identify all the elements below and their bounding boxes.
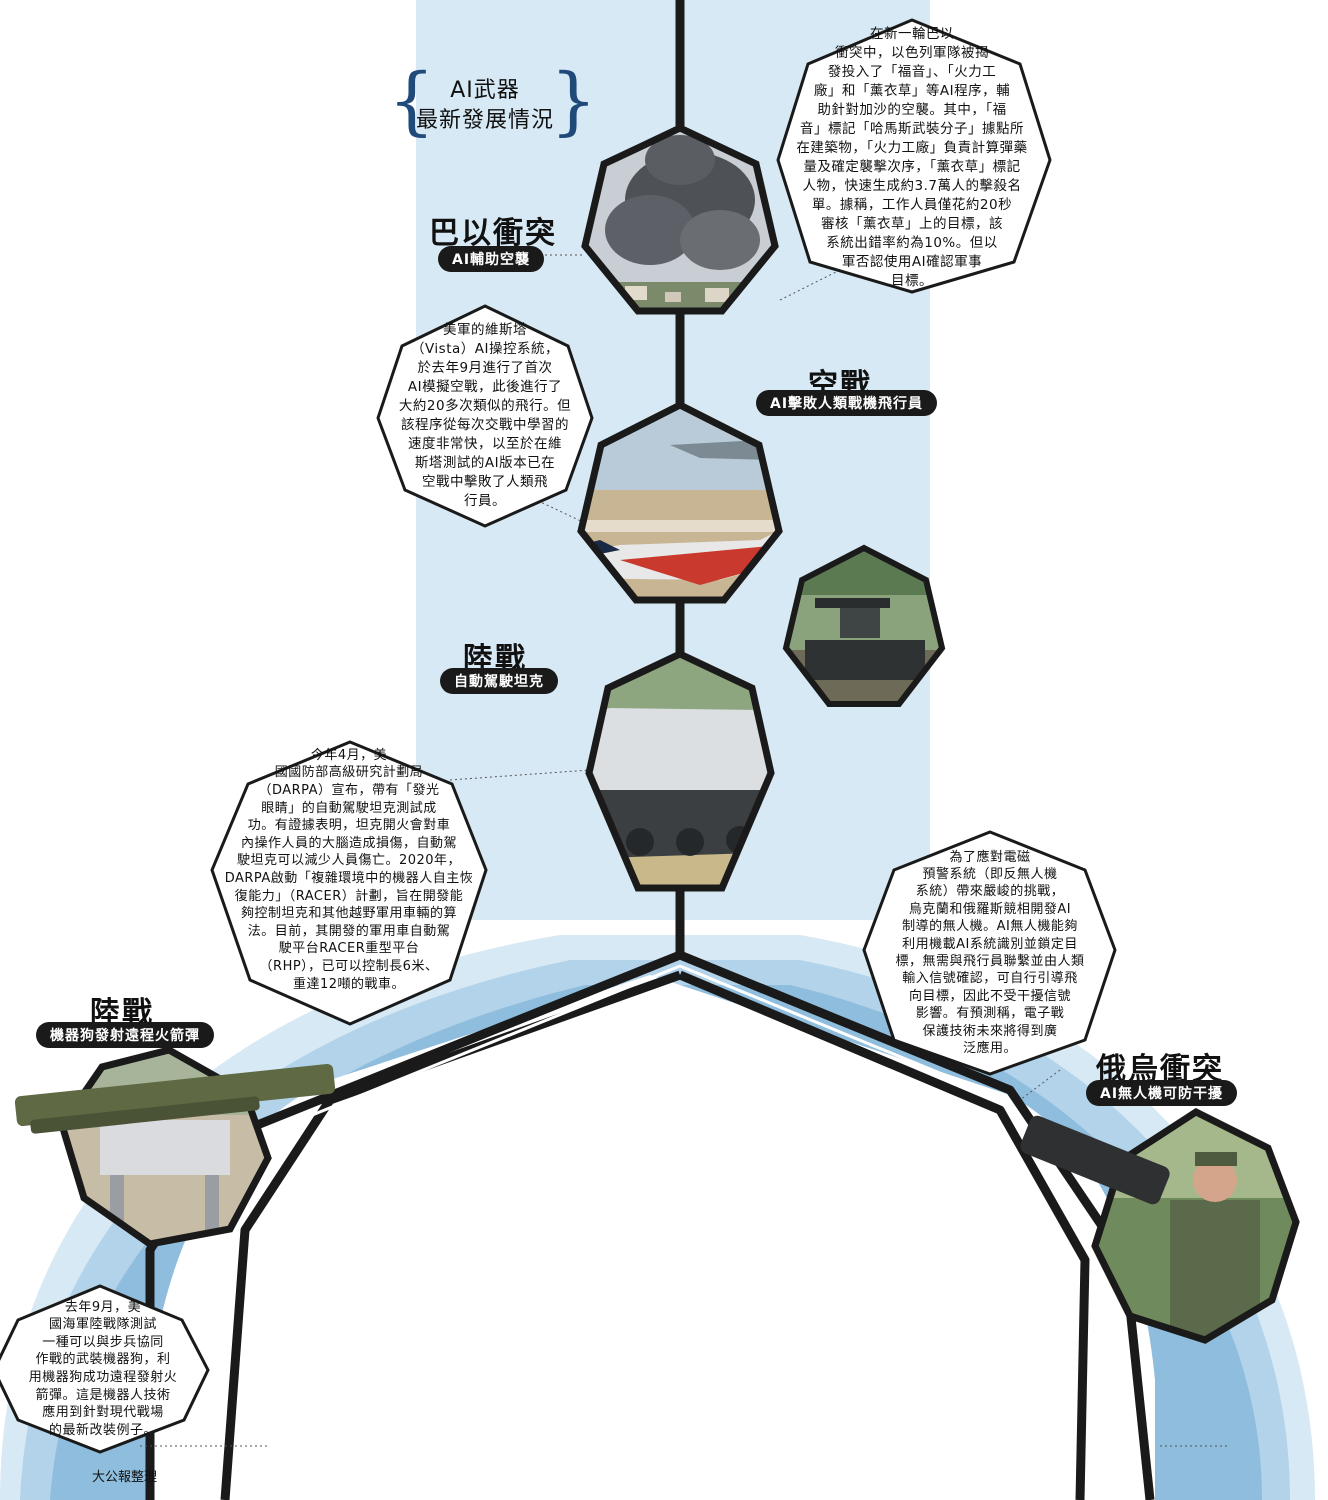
gaza-description-text: 在新一輪巴以 衝突中，以色列軍隊被揭 發投入了「福音」、「火力工 廠」和「薰衣草… — [796, 26, 1028, 289]
gaza-subtitle-badge: AI輔助空襲 — [438, 246, 545, 272]
gaza-text-hex — [776, 18, 1052, 294]
air-text-hex — [376, 304, 594, 528]
anti-drone-gun-overlay — [1020, 1115, 1170, 1205]
dog-description: 去年9月，美 國海軍陸戰隊測試 一種可以與步兵協同 作戰的武裝機器狗，利 用機器… — [8, 1294, 198, 1444]
gaza-description: 在新一輪巴以 衝突中，以色列軍隊被揭 發投入了「福音」、「火力工 廠」和「薰衣草… — [786, 26, 1038, 289]
arc-interior — [150, 975, 1155, 1500]
ukraine-description: 為了應對電磁 預警系統（即反無人機 系統）帶來嚴峻的挑戰， 烏克蘭和俄羅斯競相開… — [866, 842, 1114, 1064]
page-title-line1: AI武器 — [450, 78, 520, 103]
ukraine-text-hex — [862, 830, 1117, 1076]
tank-description-text: 今年4月，美 國國防部高級研究計劃局 （DARPA）宣布，帶有「發光 眼睛」的自… — [224, 747, 474, 992]
page-title-line2: 最新發展情況 — [415, 108, 554, 133]
rocket-launcher-overlay — [14, 1063, 336, 1134]
header-brace-left: { — [388, 58, 436, 144]
gaza-title: 巴以衝突 — [429, 216, 557, 251]
tank-subtitle-badge: 自動駕駛坦克 — [440, 668, 558, 694]
dog-text-hex — [0, 1284, 210, 1454]
page-title: AI武器 最新發展情況 — [410, 76, 560, 136]
dog-description-text: 去年9月，美 國海軍陸戰隊測試 一種可以與步兵協同 作戰的武裝機器狗，利 用機器… — [28, 1299, 178, 1438]
ukraine-description-text: 為了應對電磁 預警系統（即反無人機 系統）帶來嚴峻的挑戰， 烏克蘭和俄羅斯競相開… — [895, 849, 1085, 1057]
ukraine-subtitle-badge: AI無人機可防干擾 — [1086, 1080, 1238, 1106]
spine-lines — [145, 0, 1155, 1500]
dog-subtitle-badge: 機器狗發射遠程火箭彈 — [36, 1022, 214, 1048]
tank-text-hex — [210, 740, 488, 1026]
tank-description: 今年4月，美 國國防部高級研究計劃局 （DARPA）宣布，帶有「發光 眼睛」的自… — [212, 748, 486, 992]
air-description: 美軍的維斯塔 （Vista）AI操控系統， 於去年9月進行了首次 AI模擬空戰，… — [378, 318, 592, 514]
credit-text: 大公報整理 — [92, 1470, 158, 1485]
air-description-text: 美軍的維斯塔 （Vista）AI操控系統， 於去年9月進行了首次 AI模擬空戰，… — [398, 322, 572, 509]
header-brace-right: } — [550, 58, 598, 144]
air-subtitle-badge: AI擊敗人類戰機飛行員 — [756, 390, 938, 416]
